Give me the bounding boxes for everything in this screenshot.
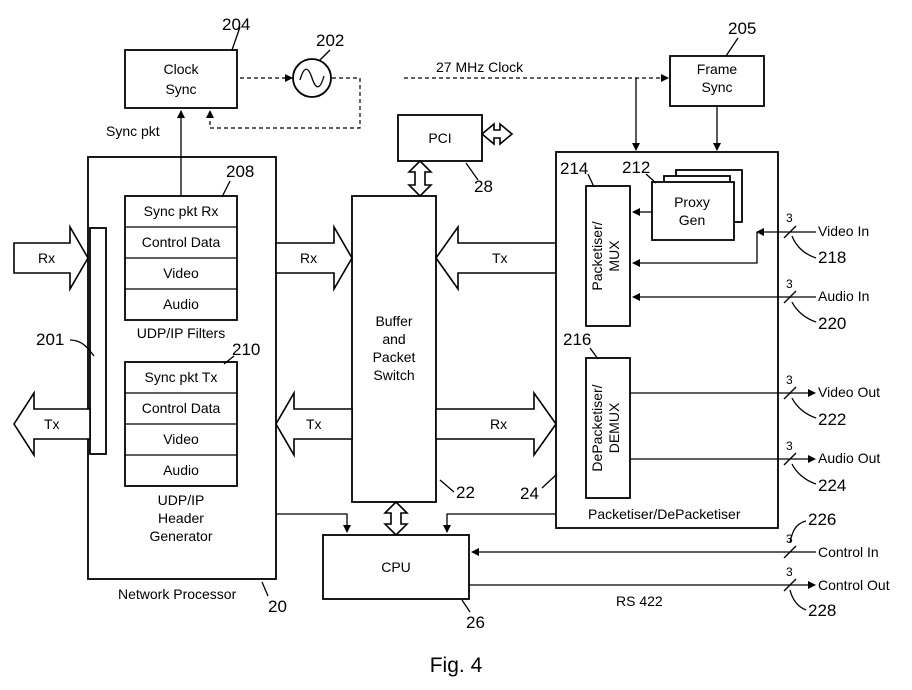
depkt-rx-label: Rx — [490, 416, 507, 432]
video-out-width: 3 — [786, 373, 793, 387]
rs422-label: RS 422 — [616, 593, 663, 609]
leader-222 — [792, 398, 816, 418]
ref-201: 201 — [36, 330, 64, 349]
clock-27mhz-label: 27 MHz Clock — [436, 59, 524, 75]
ref-20: 20 — [268, 597, 287, 616]
np-tx-label: Tx — [306, 416, 322, 432]
filter-rx-sync: Sync pkt Rx — [144, 203, 219, 219]
leader-20 — [262, 582, 268, 596]
leader-220 — [792, 302, 816, 322]
audio-in-width: 3 — [786, 277, 793, 291]
filter-rx-control: Control Data — [142, 234, 221, 250]
ref-210: 210 — [232, 340, 260, 359]
proxy-gen-label-1: Proxy — [674, 194, 710, 210]
switch-cpu-arrow — [385, 502, 407, 535]
ref-220: 220 — [818, 314, 846, 333]
switch-label-3: Packet — [373, 349, 416, 365]
gen-tx-sync: Sync pkt Tx — [145, 369, 218, 385]
clock-sync-label-1: Clock — [163, 61, 199, 77]
control-in-label: Control In — [818, 544, 879, 560]
header-gen-caption-3: Generator — [149, 528, 212, 544]
frame-sync-label-1: Frame — [697, 61, 738, 77]
external-tx-label: Tx — [44, 416, 60, 432]
control-out-label: Control Out — [818, 577, 890, 593]
ref-226: 226 — [808, 510, 836, 529]
external-rx-label: Rx — [38, 250, 55, 266]
ref-228: 228 — [808, 601, 836, 620]
ref-214: 214 — [560, 159, 588, 178]
ref-28: 28 — [474, 177, 493, 196]
switch-label-2: and — [382, 331, 405, 347]
leader-24 — [542, 474, 557, 488]
clock-sync-block — [125, 50, 237, 108]
video-in-width: 3 — [786, 211, 793, 225]
np-to-cpu-line — [276, 514, 347, 532]
ref-22: 22 — [456, 483, 475, 502]
network-processor-label: Network Processor — [118, 586, 237, 602]
ref-208: 208 — [226, 162, 254, 181]
leader-202 — [320, 50, 330, 60]
filter-rx-video: Video — [163, 265, 199, 281]
cpu-label: CPU — [381, 559, 411, 575]
mux-label-1: Packetiser/ — [589, 221, 605, 290]
oscillator-202 — [293, 59, 331, 97]
leader-205 — [726, 38, 738, 56]
ref-202: 202 — [316, 31, 344, 50]
ref-216: 216 — [563, 330, 591, 349]
leader-218 — [792, 236, 816, 258]
audio-in-label: Audio In — [818, 288, 869, 304]
header-gen-caption-1: UDP/IP — [158, 492, 205, 508]
mux-label-2: MUX — [606, 240, 622, 272]
pkt-to-cpu-line — [447, 514, 556, 532]
udp-ip-filters-caption: UDP/IP Filters — [137, 325, 225, 341]
video-in-label: Video In — [818, 223, 869, 239]
filter-rx-audio: Audio — [163, 296, 199, 312]
np-rx-label: Rx — [300, 250, 317, 266]
control-out-width: 3 — [786, 565, 793, 579]
packetiser-depacketiser-label: Packetiser/DePacketiser — [588, 506, 741, 522]
leader-228 — [790, 590, 806, 610]
ref-224: 224 — [818, 476, 846, 495]
leader-22 — [440, 480, 454, 492]
ref-205: 205 — [728, 19, 756, 38]
leader-28 — [466, 163, 478, 180]
figure-caption: Fig. 4 — [430, 654, 483, 677]
gen-tx-video: Video — [163, 431, 199, 447]
ref-26: 26 — [466, 613, 485, 632]
audio-out-width: 3 — [786, 439, 793, 453]
demux-label-1: DePacketiser/ — [589, 384, 605, 471]
pci-bidir-arrow — [482, 124, 512, 144]
ref-222: 222 — [818, 410, 846, 429]
pci-switch-arrow — [409, 161, 431, 196]
clock-sync-label-2: Sync — [165, 81, 196, 97]
ref-204: 204 — [222, 15, 250, 34]
port-bar-201 — [90, 228, 106, 454]
proxy-gen-label-2: Gen — [679, 212, 705, 228]
ref-24: 24 — [520, 484, 539, 503]
leader-26 — [462, 600, 470, 612]
pkt-tx-label: Tx — [492, 250, 508, 266]
header-gen-caption-2: Header — [158, 510, 204, 526]
gen-tx-audio: Audio — [163, 462, 199, 478]
audio-out-label: Audio Out — [818, 450, 880, 466]
ref-218: 218 — [818, 248, 846, 267]
frame-sync-label-2: Sync — [701, 79, 732, 95]
demux-label-2: DEMUX — [606, 402, 622, 453]
sync-pkt-label: Sync pkt — [106, 123, 160, 139]
switch-label-4: Switch — [373, 367, 414, 383]
leader-224 — [792, 464, 816, 484]
gen-tx-control: Control Data — [142, 400, 221, 416]
switch-label-1: Buffer — [375, 313, 412, 329]
video-out-label: Video Out — [818, 384, 880, 400]
pci-label: PCI — [428, 130, 451, 146]
